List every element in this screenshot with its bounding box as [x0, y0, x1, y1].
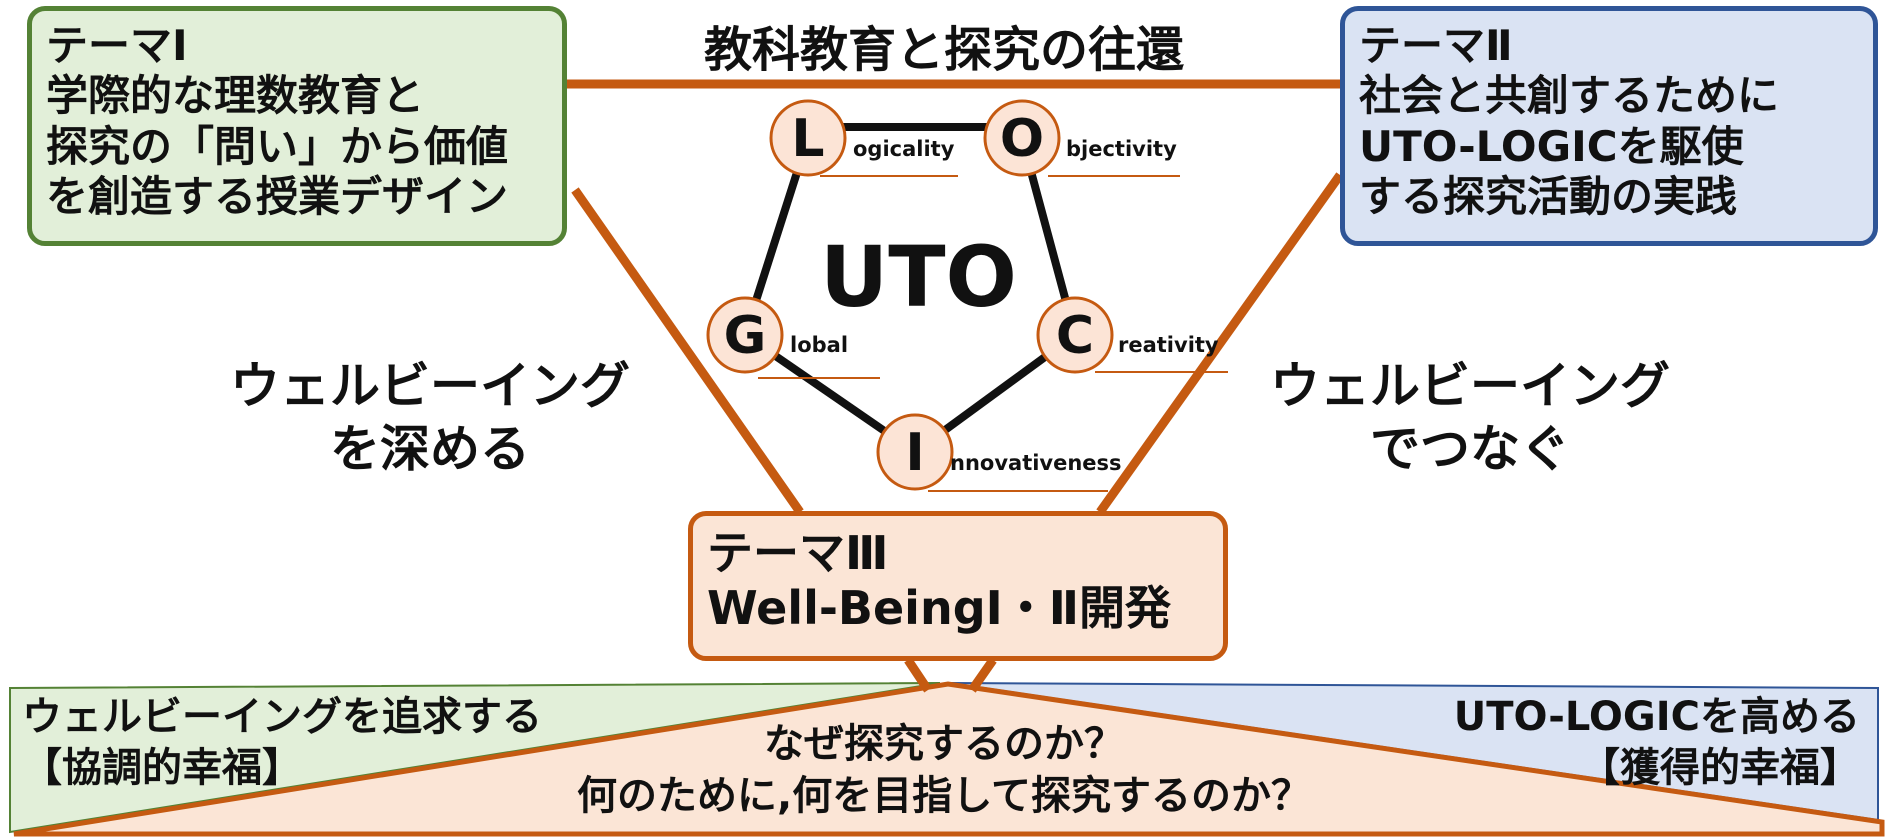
theme2-line: テーマⅡ — [1359, 21, 1513, 70]
inquiry-question: なぜ探究するのか？ 何のために,何を目指して探究するのか？ — [0, 718, 1888, 822]
uto-node-word-l: ogicality — [853, 137, 955, 161]
theme3-stem-left — [904, 657, 932, 693]
theme3-stem-right — [968, 657, 997, 693]
cooperative-happiness-label: ウェルビーイングを追求する 【協調的幸福】 — [22, 692, 542, 794]
theme2-line: する探究活動の実践 — [1359, 172, 1738, 222]
right-connector-line — [1096, 172, 1344, 515]
acquired-happiness-line: 【獲得的幸福】 — [1580, 745, 1860, 792]
wellbeing-deepen-line: を深める — [330, 419, 530, 478]
theme1-box: テーマⅠ 学際的な理数教育と 探究の「問い」から価値 を創造する授業デザイン — [27, 6, 567, 246]
acquired-happiness-label: UTO-LOGICを高める 【獲得的幸福】 — [1454, 692, 1860, 794]
theme1-line: 学際的な理数教育と — [46, 71, 425, 121]
theme1-line: テーマⅠ — [46, 21, 188, 70]
theme1-line: 探究の「問い」から価値 — [46, 121, 509, 171]
bottom-question-band — [13, 681, 1885, 837]
inquiry-question-line: 何のために,何を目指して探究するのか？ — [577, 773, 1311, 819]
cooperative-happiness-line: 【協調的幸福】 — [22, 745, 302, 792]
uto-node-letter-o: O — [1000, 109, 1044, 169]
inquiry-question-line: なぜ探究するのか？ — [764, 721, 1124, 767]
node-underlines — [758, 175, 1228, 492]
uto-title: UTO — [820, 228, 1017, 326]
top-title: 教科教育と探究の往還 — [703, 22, 1184, 78]
theme3-line: テーマⅢ — [707, 526, 889, 580]
theme3-line: Well-BeingⅠ・Ⅱ開発 — [707, 581, 1172, 636]
uto-node-word-o: bjectivity — [1066, 137, 1177, 161]
uto-node-circle-l — [769, 99, 847, 177]
theme3-box: テーマⅢ Well-BeingⅠ・Ⅱ開発 — [688, 511, 1228, 661]
theme1-line: を創造する授業デザイン — [46, 172, 509, 222]
left-connector-line — [571, 187, 804, 515]
cooperative-happiness-line: ウェルビーイングを追求する — [22, 694, 542, 740]
uto-node-word-c: reativity — [1118, 333, 1219, 357]
wellbeing-connect-line: ウェルビーイング — [1270, 357, 1670, 415]
uto-node-word-g: lobal — [790, 333, 848, 357]
wellbeing-deepen-line: ウェルビーイング — [230, 357, 630, 415]
uto-node-circle-c — [1036, 296, 1114, 374]
wellbeing-connect-label: ウェルビーイング でつなぐ — [1240, 355, 1700, 480]
theme2-line: UTO-LOGICを駆使 — [1359, 121, 1744, 171]
uto-node-letter-l: L — [791, 109, 824, 169]
uto-node-letter-c: C — [1056, 306, 1094, 366]
theme2-box: テーマⅡ 社会と共創するために UTO-LOGICを駆使 する探究活動の実践 — [1340, 6, 1878, 246]
uto-node-circle-i — [876, 413, 954, 491]
wellbeing-connect-line: でつなぐ — [1370, 419, 1570, 478]
uto-node-letter-g: G — [724, 306, 767, 366]
uto-node-circle-g — [706, 296, 784, 374]
acquired-happiness-line: UTO-LOGICを高める — [1453, 694, 1860, 740]
wellbeing-deepen-label: ウェルビーイング を深める — [200, 355, 660, 480]
uto-node-letter-i: I — [905, 423, 924, 483]
uto-node-circle-o — [983, 99, 1061, 177]
theme2-line: 社会と共創するために — [1359, 71, 1780, 121]
uto-node-word-i: nnovativeness — [950, 451, 1122, 475]
